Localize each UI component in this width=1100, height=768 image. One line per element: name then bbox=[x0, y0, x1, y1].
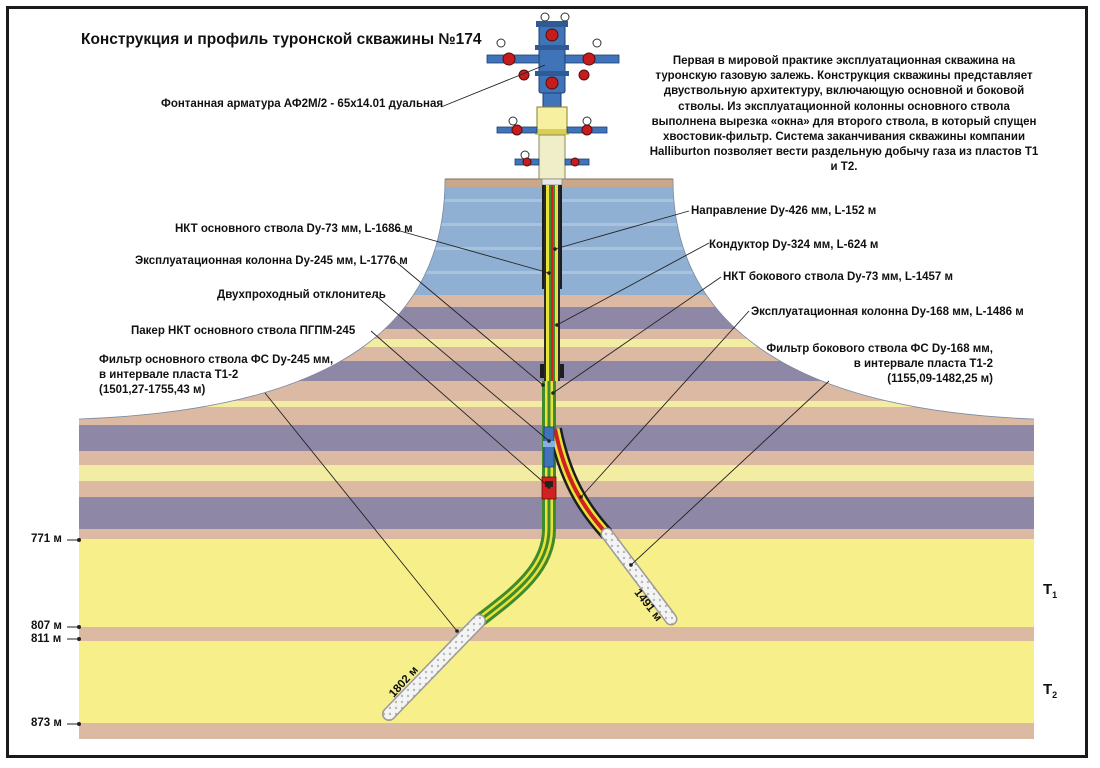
label-filter-main-line3: (1501,27-1755,43 м) bbox=[99, 384, 206, 396]
main-bore bbox=[382, 381, 556, 721]
label-wellhead: Фонтанная арматура АФ2М/2 - 65х14.01 дуа… bbox=[161, 98, 444, 110]
label-surface-casing: Кондуктор Dy-324 мм, L-624 м bbox=[709, 239, 879, 251]
label-tubing-main: НКТ основного ствола Dy-73 мм, L-1686 м bbox=[175, 223, 413, 235]
label-prod-casing-lateral: Эксплуатационная колонна Dy-168 мм, L-14… bbox=[751, 306, 1024, 318]
label-filter-lateral-line1: Фильтр бокового ствола ФС Dy-168 мм, bbox=[766, 343, 993, 355]
label-filter-lateral-line3: (1155,09-1482,25 м) bbox=[887, 373, 993, 385]
wellhead-icon bbox=[486, 12, 620, 186]
diagram-description: Первая в мировой практике эксплуатационн… bbox=[649, 55, 1039, 174]
label-filter-main-line1: Фильтр основного ствола ФС Dy-245 мм, bbox=[99, 354, 334, 366]
label-packer: Пакер НКТ основного ствола ПГПМ-245 bbox=[131, 325, 356, 337]
main-casing bbox=[540, 185, 564, 381]
zone-t2: T2 bbox=[1043, 681, 1058, 700]
depth-ticks bbox=[67, 539, 79, 725]
diagram-frame: Конструкция и профиль туронской скважины… bbox=[6, 6, 1088, 758]
label-filter-lateral-line2: в интервале пласта Т1-2 bbox=[853, 358, 993, 370]
valve-icon bbox=[502, 28, 596, 90]
label-prod-casing-main: Эксплуатационная колонна Dy-245 мм, L-17… bbox=[135, 255, 408, 267]
zone-t1: T1 bbox=[1043, 581, 1058, 600]
depth-807: 807 м bbox=[31, 620, 62, 632]
depth-873: 873 м bbox=[31, 717, 62, 729]
label-conductor-pipe: Направление Dy-426 мм, L-152 м bbox=[691, 205, 877, 217]
lateral-bore bbox=[548, 427, 678, 626]
diagram-title: Конструкция и профиль туронской скважины… bbox=[81, 31, 482, 48]
well-diagram bbox=[67, 12, 1035, 739]
depth-811: 811 м bbox=[31, 633, 62, 645]
label-filter-main-line2: в интервале пласта Т1-2 bbox=[99, 369, 239, 381]
label-diverter: Двухпроходный отклонитель bbox=[217, 289, 386, 301]
pressure-gauge-icon bbox=[496, 12, 602, 160]
label-tubing-lateral: НКТ бокового ствола Dy-73 мм, L-1457 м bbox=[723, 271, 954, 283]
leader-lines bbox=[264, 64, 830, 632]
diverter-icon bbox=[543, 426, 555, 468]
depth-771: 771 м bbox=[31, 533, 62, 545]
